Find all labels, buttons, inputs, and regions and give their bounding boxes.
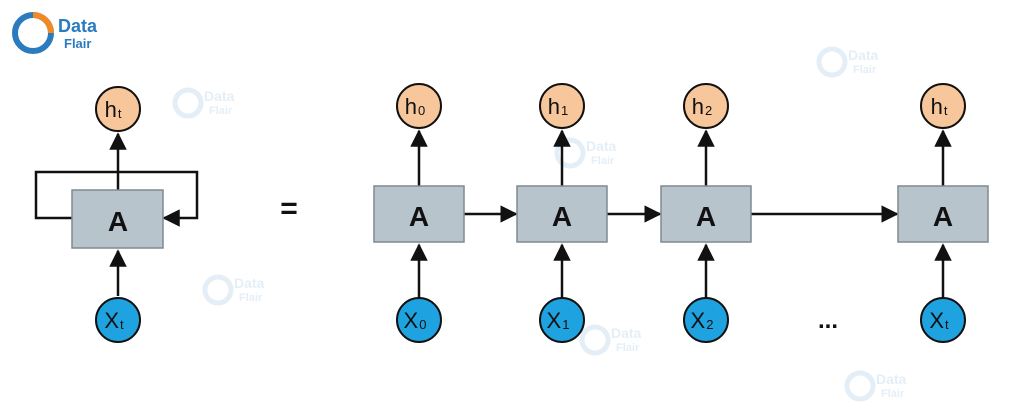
folded-rnn: A ht Xt (34, 86, 199, 343)
input-node (396, 297, 442, 343)
watermark: Data Flair (816, 46, 879, 78)
rnn-cell (897, 185, 989, 243)
input-label: X2 (691, 308, 714, 333)
hidden-state-label: ht (931, 94, 948, 119)
svg-text:Flair: Flair (209, 105, 233, 117)
rnn-cell (660, 185, 752, 243)
hidden-state-node (396, 83, 442, 129)
hidden-state-label: h1 (548, 94, 568, 119)
svg-text:Data: Data (234, 275, 265, 291)
watermark: Data Flair (554, 137, 617, 169)
equals-sign: = (280, 192, 298, 225)
folded-hidden-label: ht (105, 97, 122, 122)
rnn-cell-label: A (696, 201, 716, 232)
rnn-cell (373, 185, 465, 243)
hidden-state-node (539, 83, 585, 129)
logo-text-data: Data (58, 16, 98, 36)
svg-text:Data: Data (848, 47, 879, 63)
rnn-cell (516, 185, 608, 243)
watermark: Data Flair (172, 87, 235, 119)
svg-text:Flair: Flair (881, 388, 905, 400)
folded-input-node (95, 297, 141, 343)
hidden-state-label: h0 (405, 94, 425, 119)
svg-text:Data: Data (586, 138, 617, 154)
hidden-state-node (683, 83, 729, 129)
watermark: Data Flair (844, 370, 907, 402)
hidden-state-node (920, 83, 966, 129)
svg-text:Flair: Flair (239, 292, 263, 304)
watermark-group: Data Flair Data Flair Data Flair Data Fl… (172, 46, 907, 402)
hidden-state-label: h2 (692, 94, 712, 119)
input-node (920, 297, 966, 343)
folded-input-label: Xt (104, 308, 124, 333)
input-label: X1 (547, 308, 570, 333)
ellipsis: ... (818, 307, 838, 334)
watermark: Data Flair (579, 324, 642, 356)
svg-text:Data: Data (611, 325, 642, 341)
brand-logo: Data Flair (12, 12, 98, 54)
rnn-cell-label: A (933, 201, 953, 232)
svg-text:Flair: Flair (853, 64, 877, 76)
rnn-cell-label: A (552, 201, 572, 232)
folded-cell-label: A (108, 206, 128, 237)
input-node (683, 297, 729, 343)
svg-text:Flair: Flair (591, 155, 615, 167)
folded-hidden-node (95, 86, 141, 132)
svg-text:Data: Data (876, 371, 907, 387)
input-node (539, 297, 585, 343)
rnn-cell-label: A (409, 201, 429, 232)
recurrent-loop-arrow (34, 170, 199, 227)
logo-text-flair: Flair (64, 36, 91, 51)
svg-text:Flair: Flair (616, 342, 640, 354)
logo-accent-icon (32, 12, 54, 34)
watermark: Data Flair (202, 274, 265, 306)
svg-text:Data: Data (204, 88, 235, 104)
input-label: X0 (404, 308, 427, 333)
input-label: Xt (929, 308, 949, 333)
folded-cell (71, 189, 164, 249)
